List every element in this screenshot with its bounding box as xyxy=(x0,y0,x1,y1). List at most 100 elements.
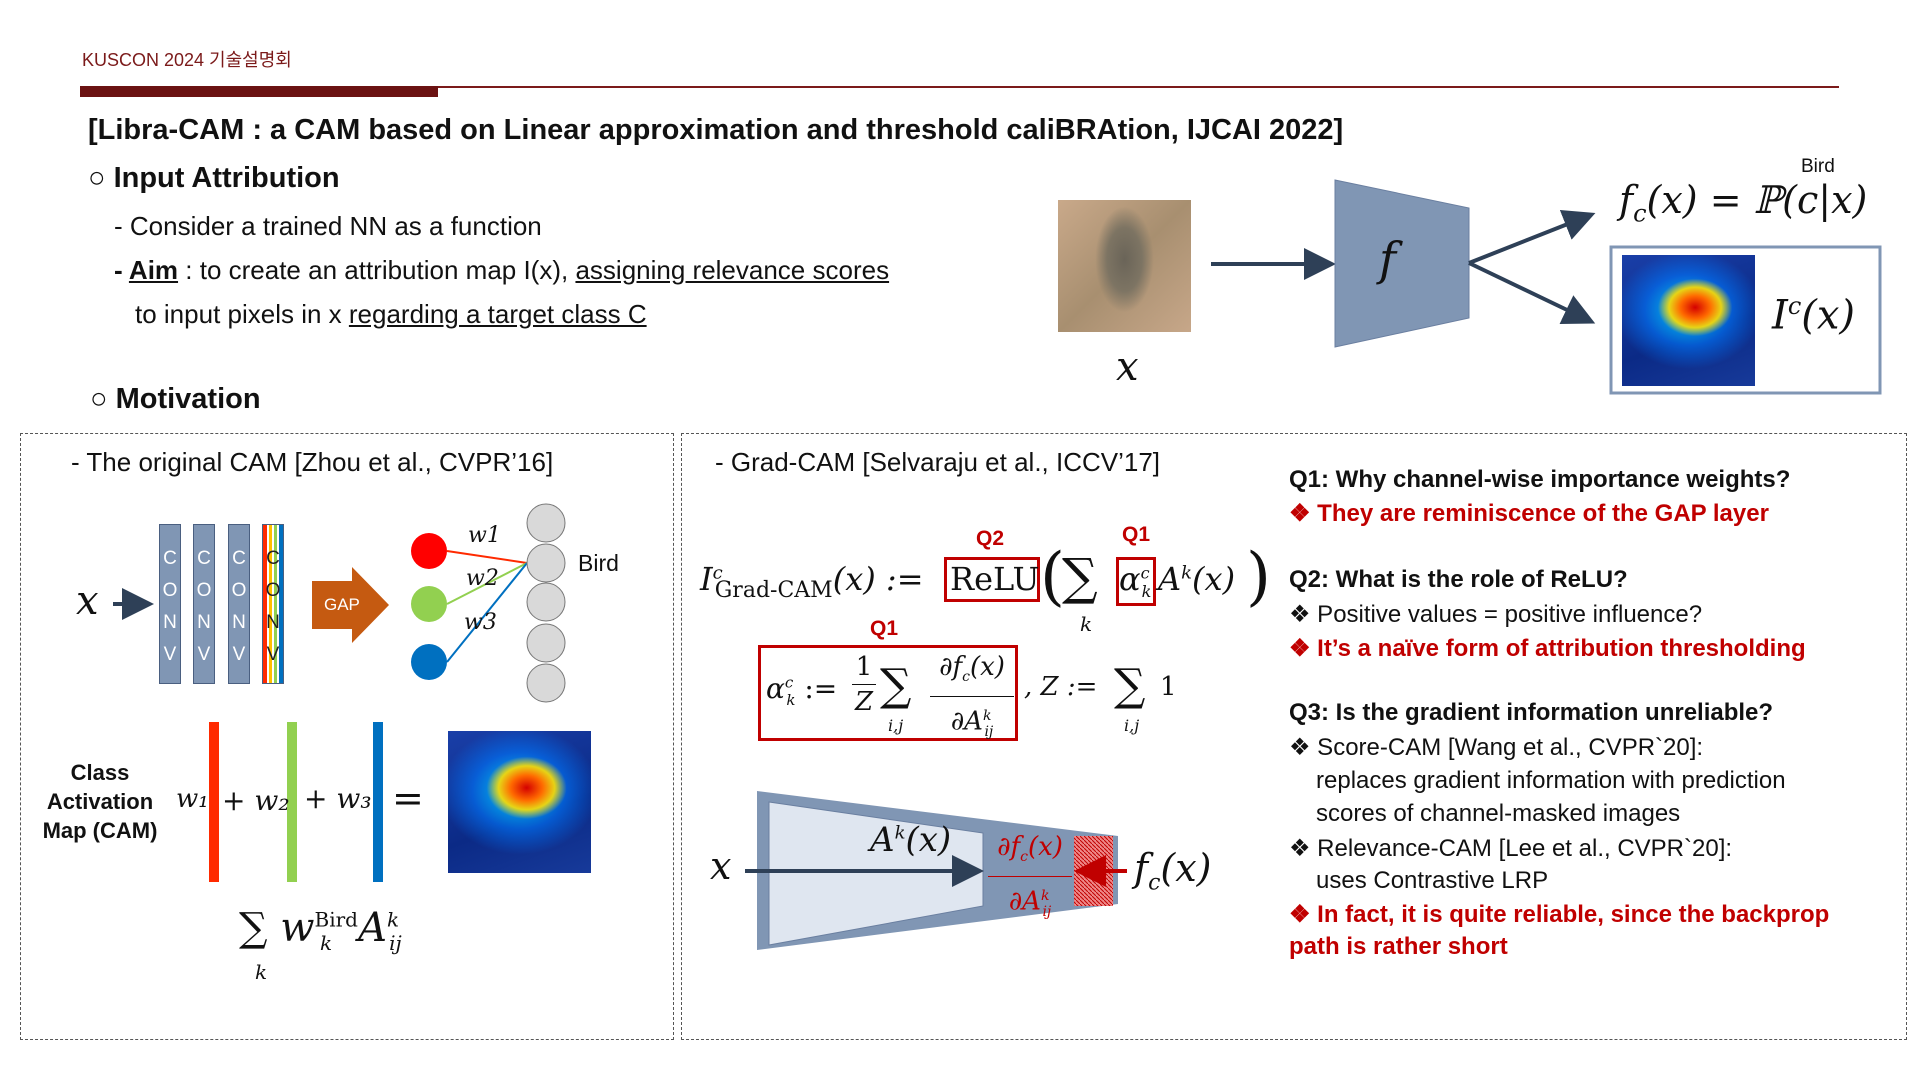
gradcam-panel xyxy=(681,433,1907,1040)
q3-question: Q3: Is the gradient information unreliab… xyxy=(1289,699,1774,726)
I-sup: c xyxy=(1787,292,1802,320)
q3-score-cam-desc2: scores of channel-masked images xyxy=(1316,800,1681,827)
alpha: α xyxy=(766,672,785,705)
gradient-fraction: ∂fc(x)∂Akij xyxy=(930,648,1014,751)
fc-symbol: f xyxy=(1619,178,1634,222)
grad-num-rest: (x) xyxy=(969,652,1005,682)
edge-w1 xyxy=(446,550,528,564)
sum-ij: ∑ xyxy=(880,660,912,711)
diag-grad-den: ∂Akij xyxy=(988,877,1072,931)
aim-cont-text: to input pixels in x xyxy=(135,299,349,329)
fc-sub: c xyxy=(1633,199,1647,228)
A-rest: (x) xyxy=(905,820,952,860)
grad-den: ∂Akij xyxy=(930,697,1014,751)
conv-letter: V xyxy=(163,644,177,665)
z-sum: ∑ xyxy=(1114,660,1146,711)
aim-label: Aim xyxy=(128,255,179,285)
weight-w2: w2 xyxy=(466,566,499,591)
q2-answer-b: ❖ It’s a naïve form of attribution thres… xyxy=(1289,635,1806,662)
conv-letter: O xyxy=(162,580,178,601)
grad-den-sub: ij xyxy=(984,724,994,741)
bird-image xyxy=(1058,200,1191,332)
rest: (x) xyxy=(1160,846,1212,890)
sum-A: A xyxy=(358,905,387,951)
q1-question: Q1: Why channel-wise importance weights? xyxy=(1289,466,1791,493)
weight-w1: w1 xyxy=(468,523,501,548)
conv-letter: C xyxy=(266,548,280,569)
diag-A: Ak(x) xyxy=(870,820,951,860)
grad-den-d: ∂A xyxy=(950,706,983,737)
conv-letter: O xyxy=(231,580,247,601)
q2-question: Q2: What is the role of ReLU? xyxy=(1289,566,1628,593)
bird-output-label: Bird xyxy=(578,550,619,576)
sum-sup: Bird xyxy=(314,907,358,932)
q3-relevance-cam: ❖ Relevance-CAM [Lee et al., CVPR`20]: xyxy=(1289,835,1733,862)
sum-symbol: ∑ xyxy=(1062,548,1098,606)
sub: c xyxy=(1148,870,1161,896)
cam-label-line: Activation xyxy=(46,789,154,814)
A-sup: k xyxy=(894,822,906,844)
grad-num: ∂fc(x) xyxy=(930,648,1014,698)
motivation-heading: ○ Motivation xyxy=(90,383,261,415)
sum-A-sub: ij xyxy=(389,931,402,955)
feature-bar-red xyxy=(209,722,219,882)
fc-equation: fc(x) = ℙ(c|x) xyxy=(1619,178,1867,228)
sum-k: k xyxy=(1080,612,1093,636)
q3-score-cam-desc: replaces gradient information with predi… xyxy=(1316,767,1786,794)
header-rule xyxy=(80,86,1839,88)
q2-tag: Q2 xyxy=(976,527,1005,550)
alpha-sub: k xyxy=(1141,582,1152,602)
output-node xyxy=(526,663,566,703)
A-term: Ak(x) xyxy=(1158,560,1235,598)
diag-grad-num: ∂fc(x) xyxy=(988,828,1072,878)
aim-underlined: assigning relevance scores xyxy=(575,255,890,285)
q3-conclusion: ❖ In fact, it is quite reliable, since t… xyxy=(1289,901,1830,928)
alpha: α xyxy=(1119,560,1141,598)
rest: (x) xyxy=(1027,832,1063,862)
network-f-trapezoid xyxy=(1334,179,1470,348)
feature-bar-green xyxy=(287,722,297,882)
header-rule-accent xyxy=(80,86,438,97)
conv-letter: N xyxy=(266,612,280,633)
slide-title: [Libra-CAM : a CAM based on Linear appro… xyxy=(88,114,1344,146)
sum-index: k xyxy=(255,960,268,984)
aim-text: : to create an attribution map I(x), xyxy=(178,255,576,285)
alpha-sup: c xyxy=(784,673,794,692)
sub: ij xyxy=(1042,904,1052,921)
d: ∂A xyxy=(1008,886,1041,917)
sum-ij-index: i,j xyxy=(888,716,904,735)
node-red xyxy=(411,533,447,569)
grad-num-sub: c xyxy=(962,669,970,686)
z-index: i,j xyxy=(1124,716,1140,735)
alpha-sub: k xyxy=(786,690,796,709)
feature-bar-blue xyxy=(373,722,383,882)
eq-I: I xyxy=(700,560,713,598)
frac-num: 1 xyxy=(852,650,876,685)
output-node xyxy=(526,623,566,663)
sum-A-sup: k xyxy=(387,907,400,932)
eq-w2: + w₂ xyxy=(222,784,290,817)
frac-den: Z xyxy=(854,687,874,717)
eq-w3: + w₃ xyxy=(304,782,372,815)
alpha-def-lhs: αck := xyxy=(766,672,837,709)
cam-heatmap xyxy=(448,731,591,873)
alpha-definition-box xyxy=(758,645,1018,741)
cam-panel-heading: - The original CAM [Zhou et al., CVPR’16… xyxy=(71,447,554,477)
eq-I-sup: c xyxy=(712,562,723,584)
input-x-label: x xyxy=(1116,344,1139,390)
weight-w3: w3 xyxy=(464,610,497,635)
conv-letter: V xyxy=(197,644,211,665)
eq-w1: w₁ xyxy=(176,784,209,814)
output-node-bird xyxy=(526,543,566,583)
conv-letter: N xyxy=(163,612,177,633)
q1-answer: ❖ They are reminiscence of the GAP layer xyxy=(1289,500,1769,527)
cam-label-line: Class xyxy=(70,760,130,785)
I-symbol: I xyxy=(1772,292,1788,339)
dash: - xyxy=(114,255,129,285)
diag-x: x xyxy=(710,844,732,888)
conv-letter: O xyxy=(196,580,212,601)
